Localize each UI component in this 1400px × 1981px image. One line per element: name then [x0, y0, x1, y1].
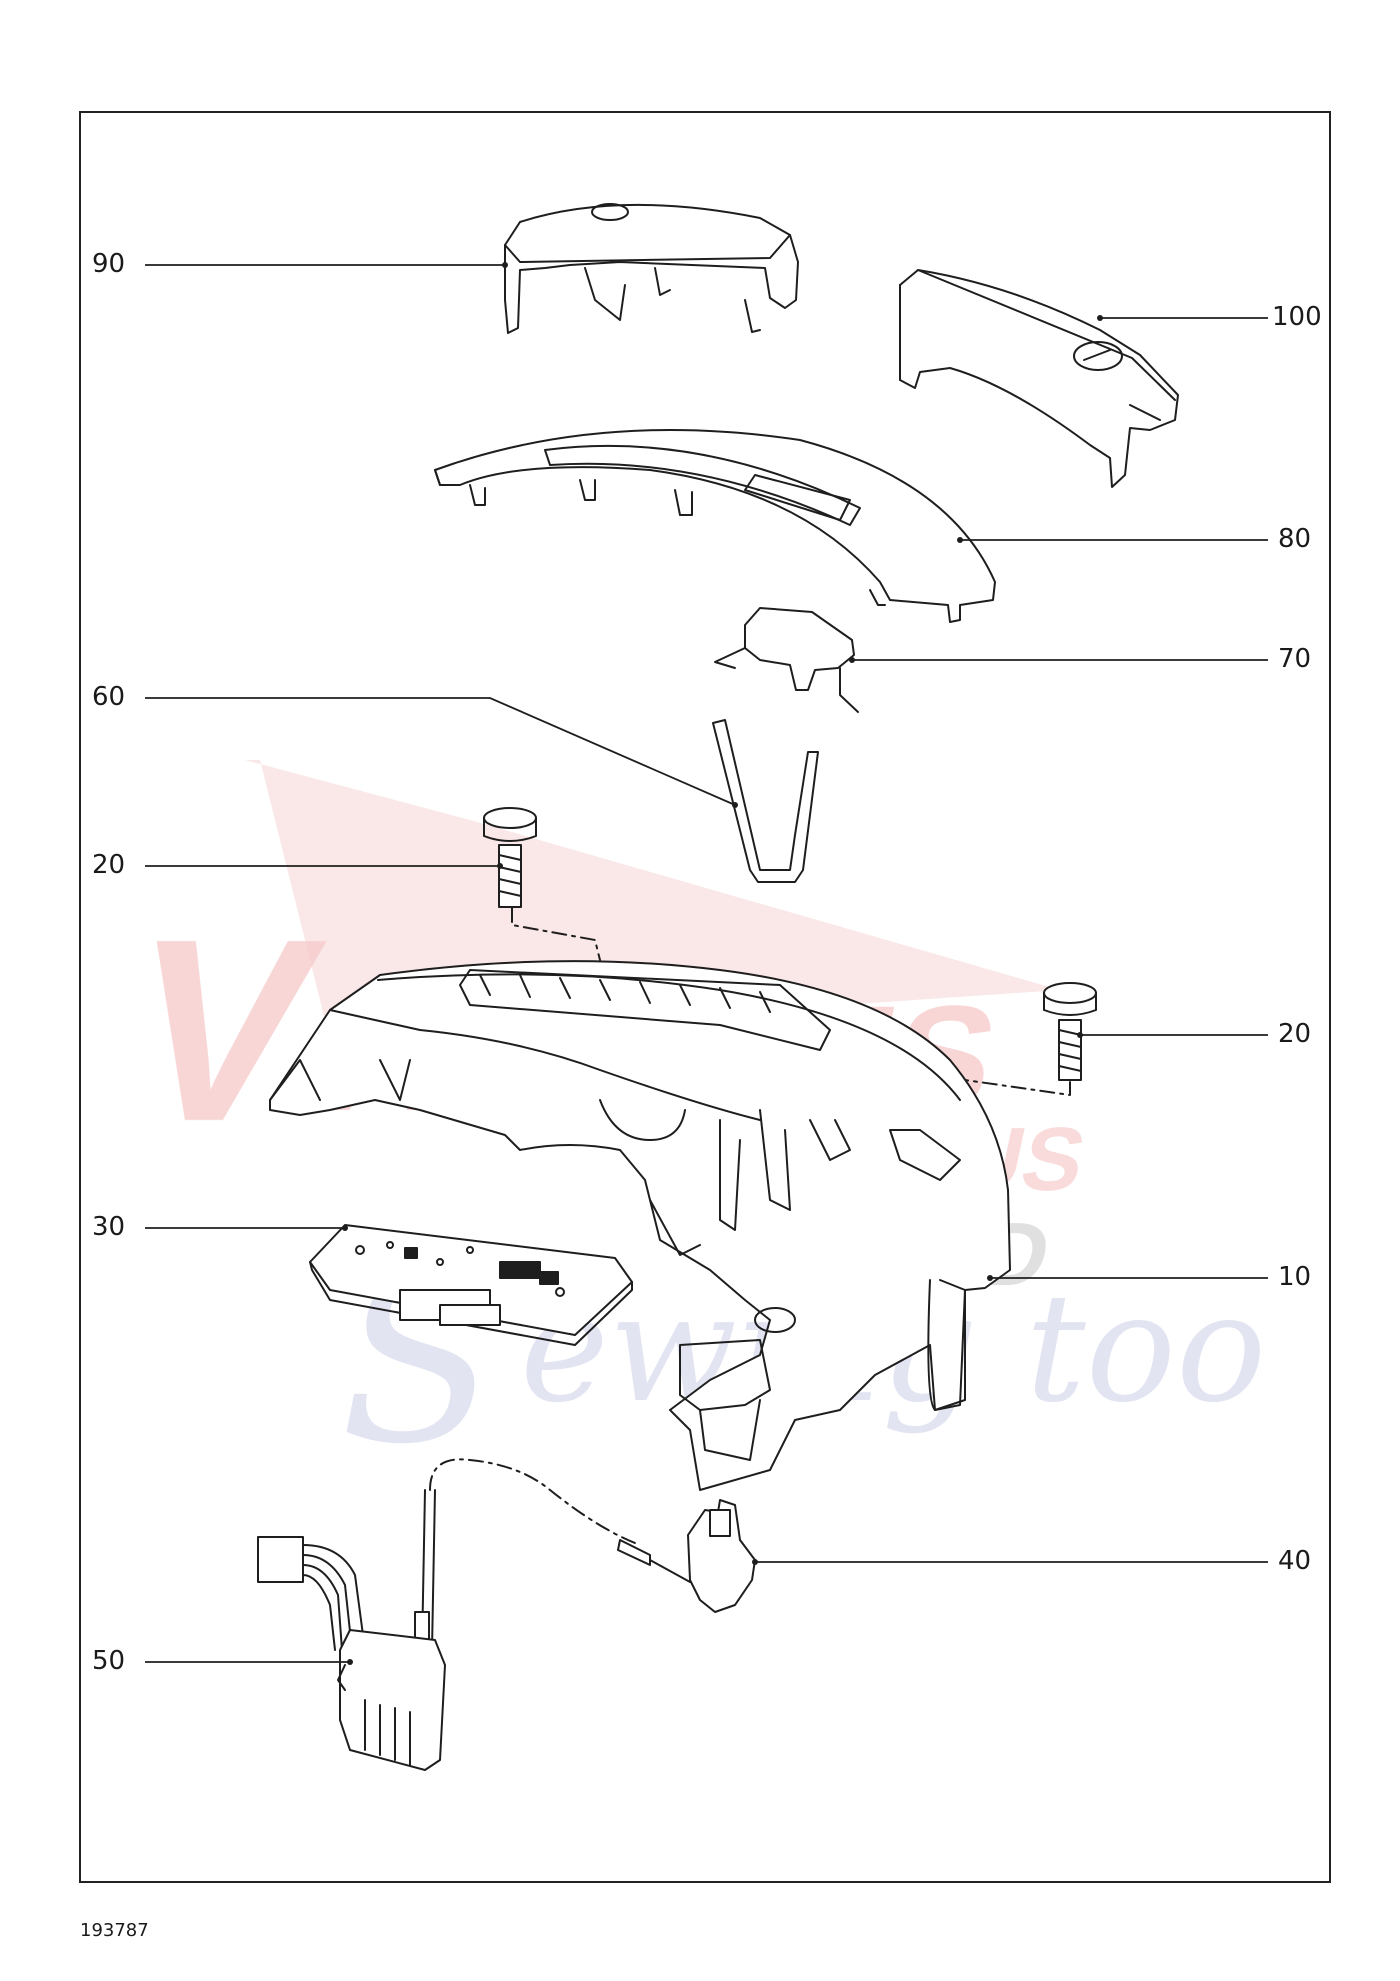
callout-70: 70	[1278, 644, 1312, 674]
part-80-arched-cover	[434, 429, 996, 623]
leader-dots	[342, 262, 1103, 1665]
part-10-main-housing	[269, 960, 1011, 1491]
callout-50: 50	[92, 1646, 126, 1676]
callout-60: 60	[92, 682, 126, 712]
part-100-right-cover	[899, 269, 1179, 488]
part-30-circuit-board	[309, 1224, 633, 1346]
callout-80: 80	[1278, 524, 1312, 554]
part-20-screw-right	[1043, 982, 1097, 1081]
screw-guide-left	[511, 907, 601, 961]
callout-20-right: 20	[1278, 1019, 1312, 1049]
callout-100: 100	[1272, 302, 1322, 332]
document-number: 193787	[80, 1920, 149, 1941]
part-90-top-cover	[504, 203, 799, 334]
callout-40: 40	[1278, 1546, 1312, 1576]
svg-text:V: V	[105, 885, 341, 1176]
callout-20-left: 20	[92, 850, 126, 880]
callout-30: 30	[92, 1212, 126, 1242]
part-20-screw-left	[483, 807, 537, 908]
leader-lines	[145, 264, 1268, 1663]
part-50-connector-block	[257, 1489, 446, 1771]
callout-90: 90	[92, 249, 126, 279]
part-60-v-spring	[712, 719, 819, 883]
part-70-switch-clip	[714, 607, 859, 713]
part-40-switch-cable	[429, 1458, 756, 1613]
callout-10: 10	[1278, 1262, 1312, 1292]
diagram-frame	[79, 111, 1331, 1883]
